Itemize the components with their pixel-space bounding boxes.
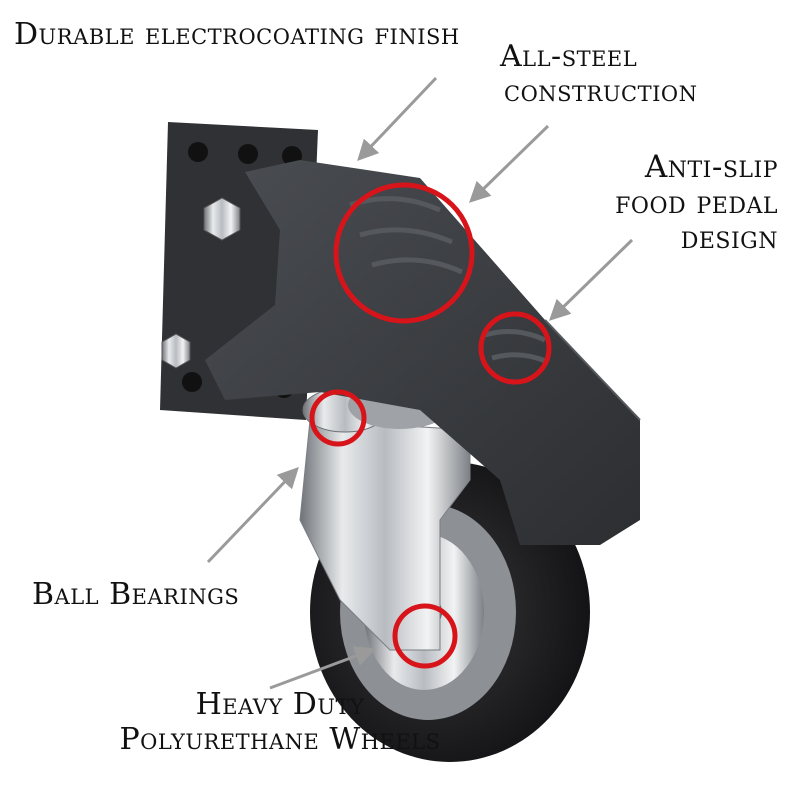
- highlight-circle-steel: [333, 182, 475, 324]
- callout-steel-line2: construction: [504, 73, 698, 109]
- callout-pedal-line3: design: [680, 220, 778, 257]
- arrow-bearings: [206, 466, 299, 564]
- callout-polyurethane-wheels: Heavy Duty Polyurethane Wheels: [0, 687, 560, 757]
- callout-finish-text: Durable electrocoating finish: [14, 17, 460, 52]
- callout-all-steel-construction: All-steel construction: [500, 39, 698, 109]
- callout-pedal-line1: Anti-slip: [644, 149, 778, 185]
- highlight-circle-bearings: [309, 389, 367, 447]
- callout-wheels-line1: Heavy Duty: [195, 687, 365, 722]
- arrow-finish: [357, 76, 438, 162]
- highlight-circles: [309, 182, 552, 669]
- arrow-steel: [468, 124, 550, 203]
- callout-anti-slip-pedal: Anti-slip food pedal design: [615, 149, 778, 257]
- pointer-arrows: [206, 76, 634, 690]
- arrow-pedal: [548, 238, 634, 321]
- callout-pedal-line2: food pedal: [615, 184, 778, 221]
- foot-pedal-lever: [205, 160, 641, 545]
- arrow-wheels: [269, 646, 376, 690]
- callout-bearings-text: Ball Bearings: [32, 577, 240, 612]
- highlight-circle-wheel: [392, 603, 458, 669]
- highlight-circle-pedal: [478, 311, 552, 385]
- callout-steel-line1: All-steel: [500, 39, 638, 74]
- callout-wheels-line2: Polyurethane Wheels: [119, 721, 441, 757]
- hex-bolts: [161, 197, 241, 369]
- callout-ball-bearings: Ball Bearings: [32, 577, 240, 613]
- callout-electrocoating-finish: Durable electrocoating finish: [14, 17, 460, 53]
